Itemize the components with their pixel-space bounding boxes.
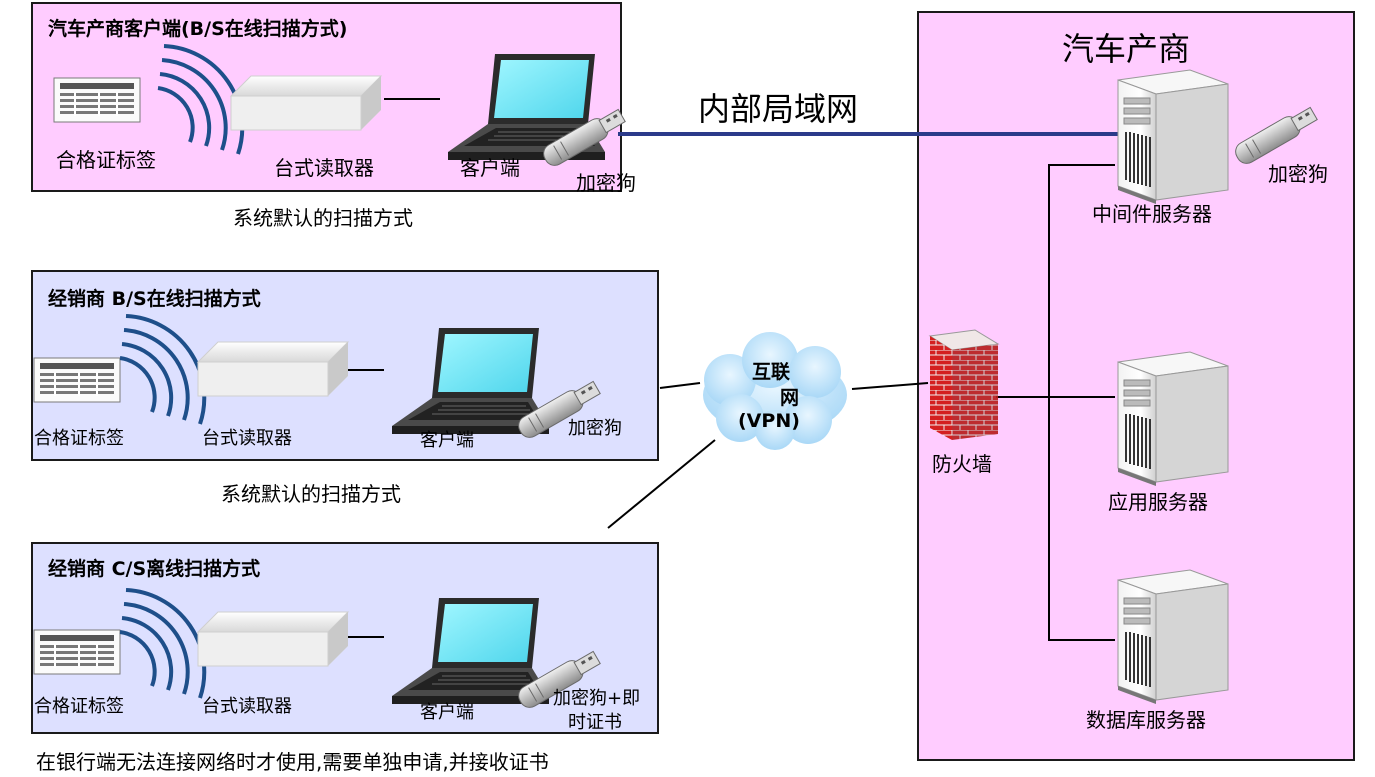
dealer-bs-dongle-label: 加密狗: [568, 418, 622, 439]
internet-label-line1: 互联: [752, 361, 791, 383]
dealer-cs-caption: 在银行端无法连接网络时才使用,需要单独申请,并接收证书: [36, 750, 549, 774]
internet-label-line3: (VPN): [738, 410, 800, 432]
internet-label-line2: 网: [780, 387, 800, 409]
manufacturer-client-caption: 系统默认的扫描方式: [233, 206, 413, 230]
firewall-label: 防火墙: [932, 452, 992, 476]
dealer-bs-reader-label: 台式读取器: [202, 428, 292, 449]
middleware-server-label: 中间件服务器: [1092, 202, 1212, 226]
dealer-cs-dongle-label-line2: 时证书: [568, 712, 622, 733]
db-server-label: 数据库服务器: [1086, 708, 1206, 732]
manufacturer-client-label: 客户端: [460, 156, 520, 180]
dealer-bs-caption: 系统默认的扫描方式: [221, 482, 401, 506]
dealer-cs-reader-label: 台式读取器: [202, 696, 292, 717]
dealer-cs-cert-label: 合格证标签: [34, 696, 124, 717]
dealer-cs-client-label: 客户端: [420, 702, 474, 723]
app-server-label: 应用服务器: [1108, 490, 1208, 514]
dealer-cs-title: 经销商 C/S离线扫描方式: [48, 558, 261, 580]
server-dongle-label: 加密狗: [1268, 162, 1328, 186]
manufacturer-reader-label: 台式读取器: [274, 156, 374, 180]
dealer-cs-dongle-label-line1: 加密狗+即: [553, 688, 641, 709]
manufacturer-client-title: 汽车产商客户端(B/S在线扫描方式): [48, 18, 348, 40]
lan-label: 内部局域网: [698, 90, 859, 128]
dealer-bs-client-label: 客户端: [420, 430, 474, 451]
dealer-bs-title: 经销商 B/S在线扫描方式: [48, 288, 261, 310]
manufacturer-dongle-label: 加密狗: [576, 171, 636, 195]
manufacturer-site-title: 汽车产商: [1062, 30, 1191, 68]
manufacturer-cert-label: 合格证标签: [56, 148, 156, 172]
dealer-bs-cert-label: 合格证标签: [34, 428, 124, 449]
